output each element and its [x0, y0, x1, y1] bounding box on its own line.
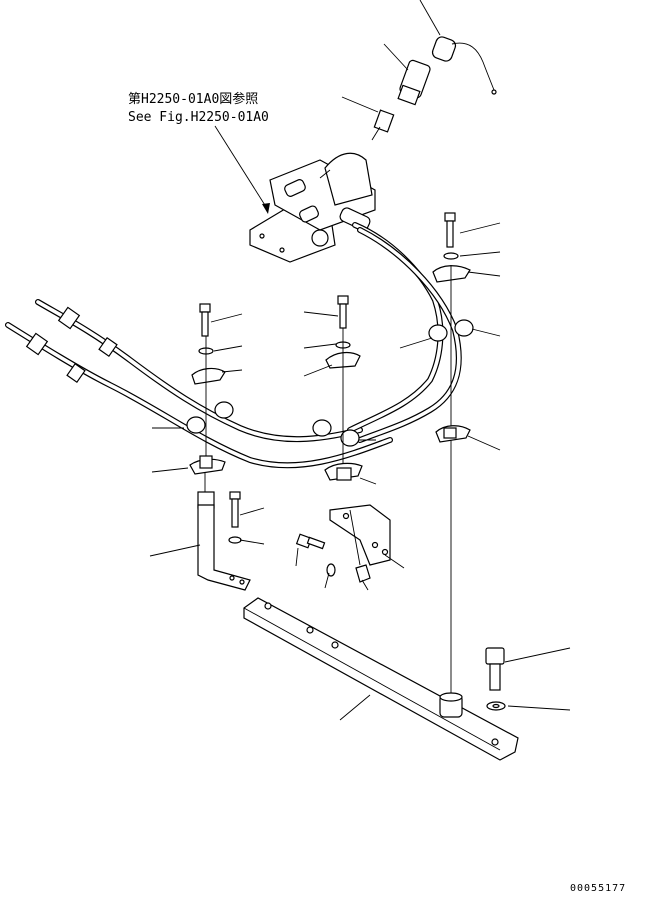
middle-bracket-part — [295, 504, 391, 583]
grommet-parts — [186, 319, 474, 447]
left-cable-lower — [5, 322, 393, 469]
switch-sensor-part — [383, 43, 431, 106]
reference-note-english: See Fig.H2250-01A0 — [128, 110, 269, 125]
reference-arrow-head — [262, 203, 270, 214]
valve-hose-b — [357, 227, 462, 443]
reference-note-japanese: 第H2250-01A0図参照 — [128, 91, 258, 107]
callout-leader-lines — [149, 222, 571, 721]
bolt-left-column — [189, 303, 226, 495]
left-cable-upper — [35, 299, 363, 443]
connector-cap-part — [419, 0, 497, 95]
reference-note: 第H2250-01A0図参照 See Fig.H2250-01A0 — [128, 91, 270, 214]
l-bracket-part — [197, 491, 251, 591]
bolt-middle-column — [324, 295, 363, 481]
large-bolt-part — [485, 647, 506, 711]
long-bar-part — [243, 597, 519, 761]
reference-leader-line — [214, 125, 269, 211]
drawing-code: 00055177 — [570, 883, 626, 894]
bolt-right-column — [432, 212, 471, 700]
valve-assembly-part — [249, 152, 376, 263]
adapter-fitting-part — [341, 96, 395, 141]
